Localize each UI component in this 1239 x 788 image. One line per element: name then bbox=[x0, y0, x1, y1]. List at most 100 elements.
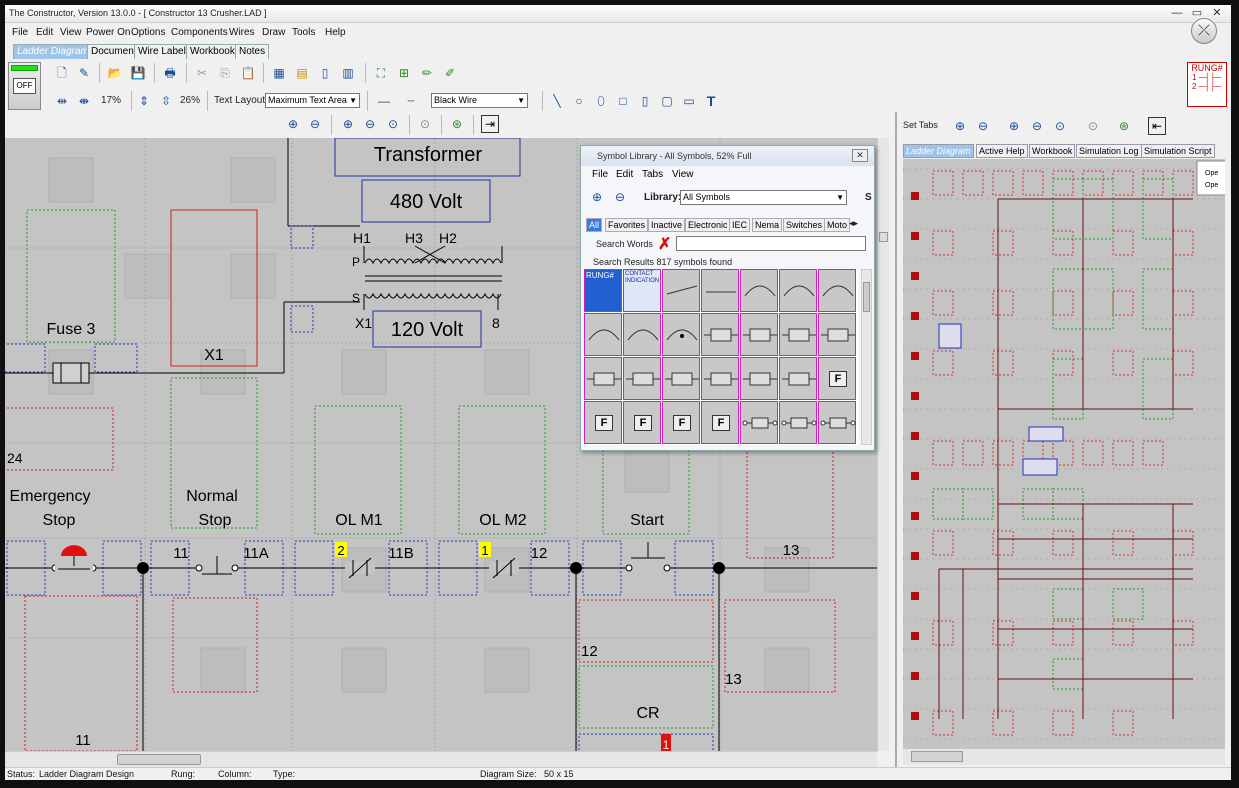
tab-overview-workbook[interactable]: Workbook bbox=[1029, 144, 1076, 158]
symbol-fuse-8[interactable] bbox=[701, 357, 739, 400]
zoom-disabled-icon[interactable]: ⊙ bbox=[419, 117, 431, 131]
text-layout-select[interactable]: Maximum Text Area▼ bbox=[265, 93, 360, 108]
text-tool-icon[interactable]: T bbox=[706, 93, 716, 109]
symlib-tab-electronic[interactable]: Electronic bbox=[685, 218, 731, 232]
menu-power-on[interactable]: Power On bbox=[86, 27, 131, 38]
menu-help[interactable]: Help bbox=[325, 27, 346, 38]
search-words-input[interactable] bbox=[676, 236, 866, 251]
symbol-switch-closed[interactable] bbox=[701, 269, 739, 312]
symbol-rung-number[interactable]: RUNG# bbox=[584, 269, 622, 312]
symlib-tab-favorites[interactable]: Favorites bbox=[605, 218, 649, 232]
symbol-fuse-6[interactable] bbox=[623, 357, 661, 400]
symbol-fuse-f-3[interactable]: F bbox=[623, 401, 661, 444]
symbol-resistor-2[interactable] bbox=[779, 401, 817, 444]
zoom-in-h-icon[interactable]: ⇼ bbox=[78, 94, 90, 108]
symlib-tab-motors[interactable]: Moto bbox=[824, 218, 851, 232]
tab-ladder-diagram[interactable]: Ladder Diagram bbox=[13, 44, 93, 59]
multi-select-icon[interactable]: ⊞ bbox=[398, 66, 410, 80]
line-tool-icon[interactable]: ╲ bbox=[553, 94, 561, 108]
zoom-in-v-icon[interactable]: ⇳ bbox=[160, 94, 172, 108]
symbol-arc-1[interactable] bbox=[740, 269, 778, 312]
rung-number-icon[interactable]: RUNG# 1 ─┤├─ 2 ─┤├─ bbox=[1187, 62, 1227, 107]
symlib-menu-edit[interactable]: Edit bbox=[616, 169, 634, 180]
symbol-switch-open[interactable] bbox=[662, 269, 700, 312]
menu-file[interactable]: File bbox=[12, 27, 29, 38]
symbol-library-window[interactable]: Symbol Library - All Symbols, 52% Full ✕… bbox=[580, 145, 875, 451]
solid-line-icon[interactable]: — bbox=[378, 94, 390, 108]
tab-document[interactable]: Document bbox=[87, 44, 141, 59]
restore-button[interactable]: ▭ bbox=[1191, 7, 1203, 19]
menu-draw[interactable]: Draw bbox=[262, 27, 286, 38]
paste-icon[interactable]: 📋 bbox=[240, 66, 256, 80]
overview-horizontal-scrollbar[interactable] bbox=[903, 749, 1225, 765]
print-icon[interactable]: 🖶 bbox=[164, 66, 176, 80]
symbol-fuse-9[interactable] bbox=[740, 357, 778, 400]
cut-icon[interactable]: ✂ bbox=[196, 66, 208, 80]
symbol-grid-scrollbar[interactable] bbox=[861, 269, 872, 445]
symbol-library-close-button[interactable]: ✕ bbox=[852, 149, 868, 162]
symlib-tab-all[interactable]: All bbox=[586, 218, 603, 232]
menu-edit[interactable]: Edit bbox=[36, 27, 54, 38]
symlib-tab-scroll-icon[interactable]: ◂▸ bbox=[849, 218, 859, 228]
symlib-menu-view[interactable]: View bbox=[672, 169, 694, 180]
copy-icon[interactable]: ⎘ bbox=[220, 66, 230, 80]
close-document-icon[interactable]: ⤫ bbox=[1191, 18, 1217, 44]
close-button[interactable]: ✕ bbox=[1212, 7, 1222, 19]
pencil-yellow-icon[interactable]: ✐ bbox=[444, 66, 456, 80]
tab-workbook[interactable]: Workbook bbox=[186, 44, 239, 59]
symbol-arc-5[interactable] bbox=[623, 313, 661, 356]
square-tool-icon[interactable]: □ bbox=[619, 94, 627, 108]
overview-zoom-disabled-icon[interactable]: ⊙ bbox=[1087, 119, 1099, 133]
clear-search-icon[interactable]: ✗ bbox=[658, 236, 672, 253]
pencil-green-icon[interactable]: ✏ bbox=[421, 66, 433, 80]
menu-view[interactable]: View bbox=[60, 27, 82, 38]
zoom-width-icon[interactable]: ⊖ bbox=[364, 117, 376, 131]
symbol-fuse-3[interactable] bbox=[779, 313, 817, 356]
wire-type-select[interactable]: Black Wire▼ bbox=[431, 93, 528, 108]
symbol-fuse-f-5[interactable]: F bbox=[701, 401, 739, 444]
symbol-fuse-f-4[interactable]: F bbox=[662, 401, 700, 444]
dock-left-icon[interactable]: ⇤ bbox=[1148, 117, 1166, 135]
rectangle-tool-icon[interactable]: ▯ bbox=[641, 94, 649, 108]
menu-options[interactable]: Options bbox=[131, 27, 166, 38]
symlib-menu-tabs[interactable]: Tabs bbox=[642, 169, 664, 180]
symbol-fuse-f-2[interactable]: F bbox=[584, 401, 622, 444]
menu-tools[interactable]: Tools bbox=[292, 27, 316, 38]
dock-right-icon[interactable]: ⇥ bbox=[481, 115, 499, 133]
select-tool-icon[interactable]: ⛶ bbox=[376, 66, 386, 80]
diagram-vertical-scrollbar[interactable] bbox=[877, 138, 889, 751]
overview-zoom-in-icon[interactable]: ⊕ bbox=[954, 119, 966, 133]
zoom-out-h-icon[interactable]: ⇹ bbox=[56, 94, 68, 108]
overview-zoom-fit-icon[interactable]: ⊕ bbox=[1008, 119, 1020, 133]
panel-view-icon[interactable]: ▯ bbox=[321, 66, 329, 80]
overview-zoom-page-icon[interactable]: ⊙ bbox=[1054, 119, 1066, 133]
rounded-box-tool-icon[interactable]: ▭ bbox=[683, 94, 695, 108]
table-view-icon[interactable]: ▤ bbox=[296, 66, 308, 80]
rounded-rect-tool-icon[interactable]: ▢ bbox=[661, 94, 673, 108]
open-folder-icon[interactable]: 📂 bbox=[107, 66, 123, 80]
equalizer-icon[interactable]: ▥ bbox=[342, 66, 354, 80]
symlib-menu-file[interactable]: File bbox=[592, 169, 609, 180]
symbol-fuse-1[interactable] bbox=[701, 313, 739, 356]
tab-notes[interactable]: Notes bbox=[235, 44, 270, 59]
symbol-resistor-1[interactable] bbox=[740, 401, 778, 444]
menu-wires[interactable]: Wires bbox=[229, 27, 255, 38]
overview-zoom-width-icon[interactable]: ⊖ bbox=[1031, 119, 1043, 133]
menu-components[interactable]: Components bbox=[171, 27, 228, 38]
edit-file-icon[interactable]: ✎ bbox=[78, 66, 90, 80]
symlib-tab-inactive[interactable]: Inactive bbox=[648, 218, 686, 232]
save-icon[interactable]: 💾 bbox=[130, 66, 146, 80]
dashed-line-icon[interactable]: ┄ bbox=[407, 94, 415, 108]
tab-simulation-script[interactable]: Simulation Script bbox=[1141, 144, 1215, 158]
minimize-button[interactable]: — bbox=[1171, 7, 1183, 19]
symbol-fuse-5[interactable] bbox=[584, 357, 622, 400]
power-off-button[interactable]: OFF bbox=[8, 62, 41, 110]
zoom-reset-icon[interactable]: ⊛ bbox=[451, 117, 463, 131]
zoom-fit-icon[interactable]: ⊕ bbox=[342, 117, 354, 131]
symbol-fuse-7[interactable] bbox=[662, 357, 700, 400]
symbol-fuse-f-1[interactable]: F bbox=[818, 357, 856, 400]
overview-zoom-out-icon[interactable]: ⊖ bbox=[977, 119, 989, 133]
circle-tool-icon[interactable]: ○ bbox=[575, 94, 583, 108]
symlib-zoom-in-icon[interactable]: ⊕ bbox=[591, 190, 603, 204]
symlib-tab-iec[interactable]: IEC bbox=[729, 218, 751, 232]
